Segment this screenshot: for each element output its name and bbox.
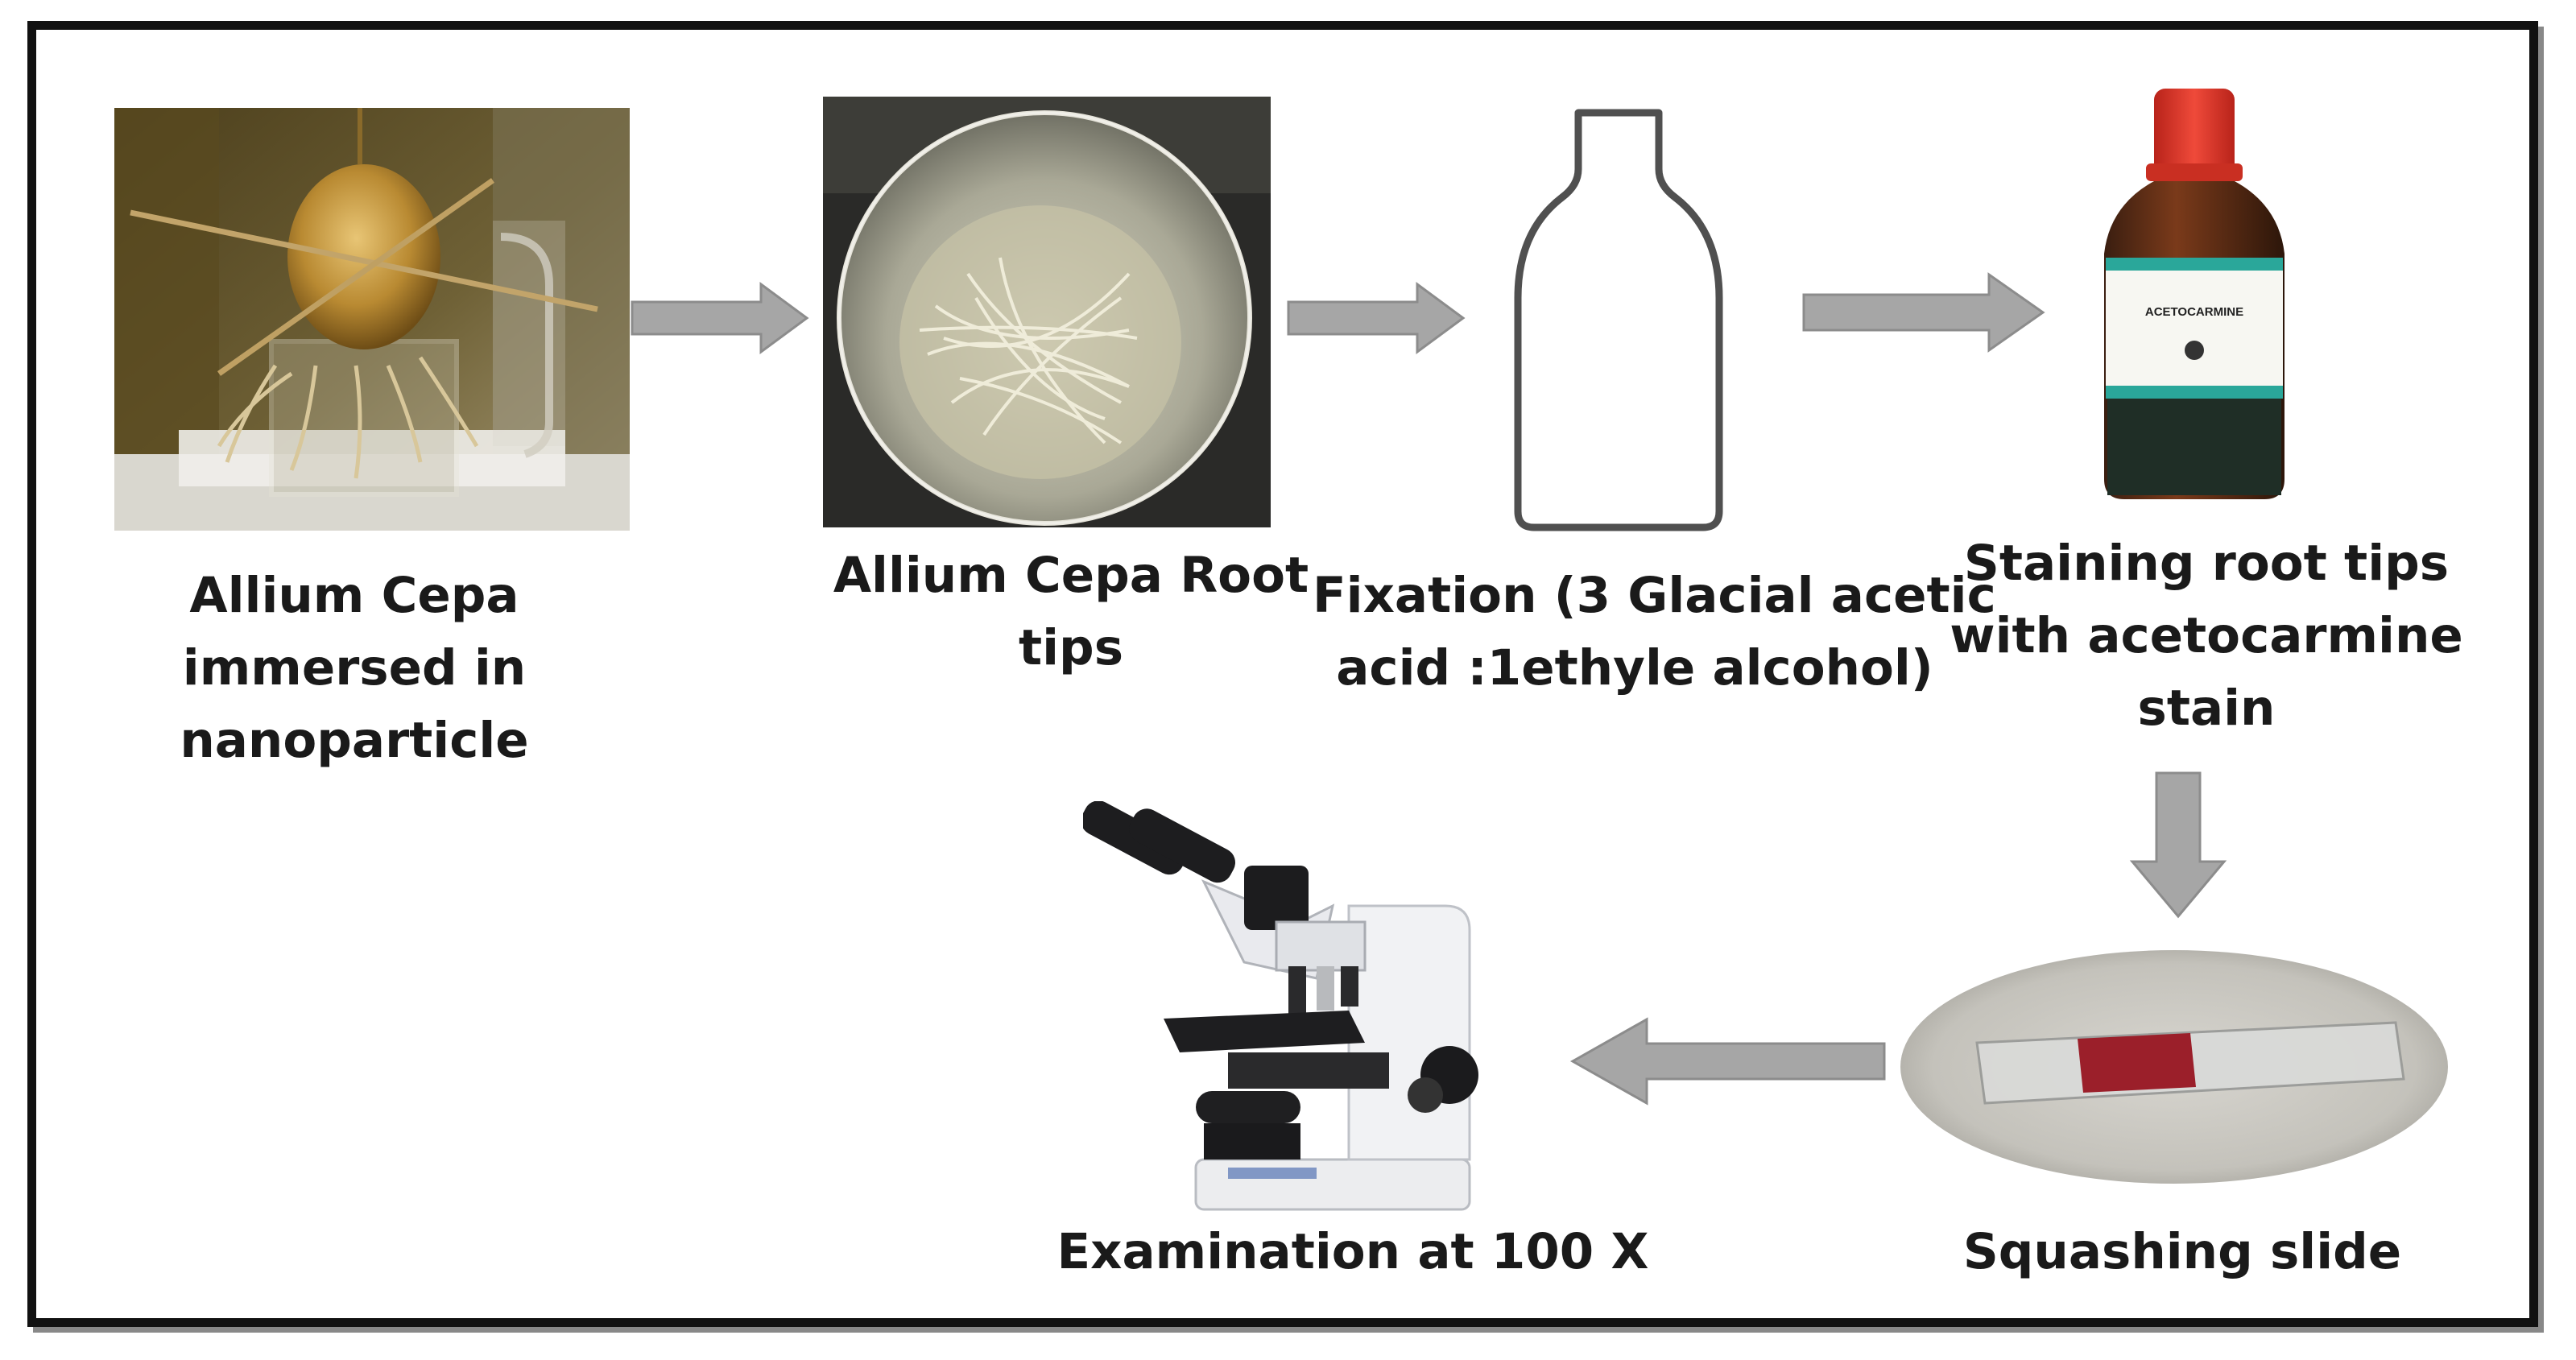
label-line: nanoparticle (180, 712, 529, 769)
label-line: Squashing slide (1962, 1223, 2402, 1280)
step-label-exam: Examination at 100 X (1047, 1216, 1659, 1288)
fixation-bottle-image (1474, 95, 1796, 546)
squashing-slide-image (1896, 946, 2452, 1188)
label-line: stain (2137, 680, 2276, 737)
label-line: acid :1ethyle alcohol) (1336, 639, 1933, 697)
arrow-step1-to-step2 (628, 278, 813, 358)
label-line: Examination at 100 X (1056, 1223, 1649, 1280)
label-line: Staining root tips (1963, 535, 2450, 592)
step-label-root-tips: Allium Cepa Root tips (821, 539, 1321, 684)
label-line: immersed in (182, 639, 527, 697)
arrow-step2-to-step3 (1284, 278, 1470, 358)
onion-in-beaker-image (114, 108, 630, 531)
label-line: with acetocarmine (1950, 607, 2463, 664)
label-line: Fixation (3 Glacial acetic (1313, 567, 1996, 624)
bottle-label-text: ACETOCARMINE (2145, 305, 2243, 319)
arrow-step3-to-step4 (1800, 268, 2049, 357)
arrow-step4-to-step5 (2126, 769, 2231, 922)
label-line: tips (1018, 619, 1124, 676)
label-line: Allium Cepa Root (833, 547, 1309, 604)
step-label-staining: Staining root tips with acetocarmine sta… (1949, 527, 2464, 745)
label-line: Allium Cepa (189, 567, 519, 624)
root-tips-beaker-image (823, 97, 1271, 527)
arrow-step5-to-step6 (1566, 1013, 1888, 1110)
acetocarmine-bottle-image: ACETOCARMINE (2098, 85, 2291, 505)
step-label-onion: Allium Cepa immersed in nanoparticle (113, 560, 596, 777)
microscope-image (1083, 801, 1526, 1216)
step-label-fixation: Fixation (3 Glacial acetic acid :1ethyle… (1313, 560, 1996, 705)
step-label-squash: Squashing slide (1933, 1216, 2432, 1288)
